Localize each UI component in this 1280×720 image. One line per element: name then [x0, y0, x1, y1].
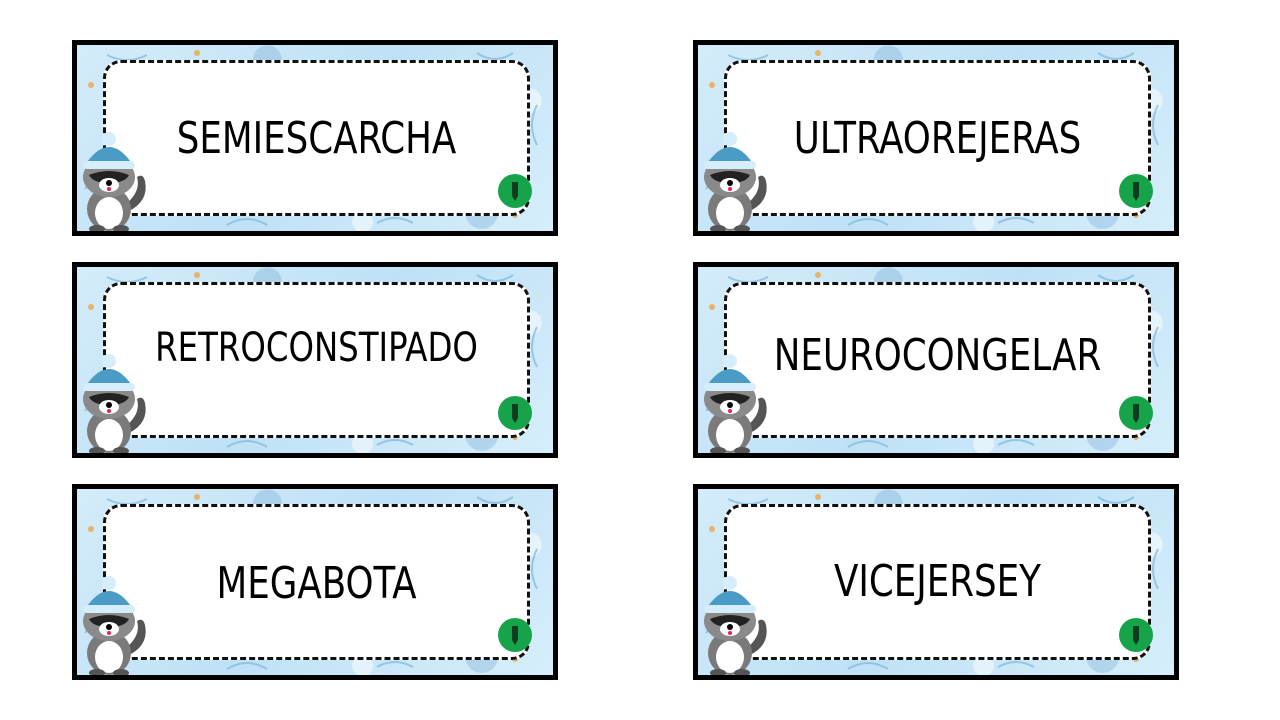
dashed-label-area [724, 60, 1151, 216]
pencil-logo-icon [498, 174, 532, 208]
card-word: VICEJERSEY [834, 555, 1041, 607]
pencil-logo-icon [498, 396, 532, 430]
dashed-label-area [103, 504, 530, 660]
card-word: ULTRAOREJERAS [793, 112, 1082, 164]
dashed-label-area [103, 282, 530, 438]
raccoon-with-winter-hat-icon [83, 132, 146, 231]
card-word: SEMIESCARCHA [176, 112, 457, 164]
word-card-3: RETROCONSTIPADO [72, 262, 558, 458]
word-card-6: VICEJERSEY [693, 484, 1179, 680]
card-word: NEUROCONGELAR [773, 329, 1102, 381]
raccoon-with-winter-hat-icon [704, 132, 767, 231]
card-word: MEGABOTA [216, 557, 417, 609]
raccoon-with-winter-hat-icon [83, 354, 146, 453]
word-card-1: SEMIESCARCHA [72, 40, 558, 236]
pencil-logo-icon [498, 618, 532, 652]
card-word: RETROCONSTIPADO [155, 325, 478, 371]
dashed-label-area [103, 60, 530, 216]
raccoon-with-winter-hat-icon [83, 576, 146, 675]
pencil-logo-icon [1119, 174, 1153, 208]
word-card-5: MEGABOTA [72, 484, 558, 680]
pencil-logo-icon [1119, 396, 1153, 430]
raccoon-with-winter-hat-icon [704, 576, 767, 675]
pencil-logo-icon [1119, 618, 1153, 652]
word-card-2: ULTRAOREJERAS [693, 40, 1179, 236]
raccoon-with-winter-hat-icon [704, 354, 767, 453]
winter-leaves-decoration [705, 272, 1159, 448]
dashed-label-area [724, 504, 1151, 660]
word-card-4: NEUROCONGELAR [693, 262, 1179, 458]
dashed-label-area [724, 282, 1151, 438]
